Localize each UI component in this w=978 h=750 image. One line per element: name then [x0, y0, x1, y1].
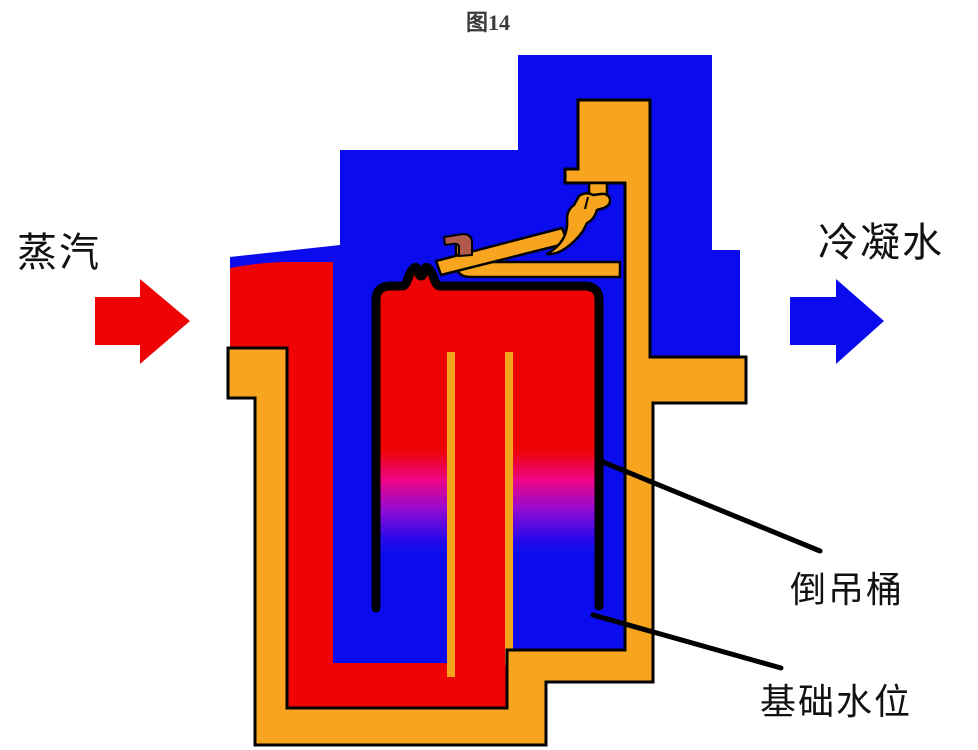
- inlet-tube-wall-left: [447, 352, 455, 677]
- lever-claw-notch: [584, 196, 589, 210]
- steam-inlet-channel: [230, 262, 507, 708]
- leader-line-base-water-level: [590, 612, 784, 671]
- base-water-level-label: 基础水位: [760, 682, 912, 722]
- lever-claw: [545, 192, 612, 256]
- inlet-tube-steam: [455, 352, 505, 677]
- condensate-label: 冷凝水: [818, 220, 944, 265]
- figure-title: 图14: [466, 10, 510, 35]
- steam-arrow-icon: [95, 279, 190, 364]
- leader-line-inverted-bucket: [595, 457, 823, 554]
- inverted-bucket-label: 倒吊桶: [790, 570, 904, 610]
- steam-label: 蒸汽: [17, 230, 101, 275]
- condensate-arrow-icon: [790, 279, 884, 364]
- pivot-elbow: [443, 233, 473, 257]
- inlet-tube-wall-right: [505, 352, 513, 665]
- inverted-bucket-outline: [371, 262, 604, 613]
